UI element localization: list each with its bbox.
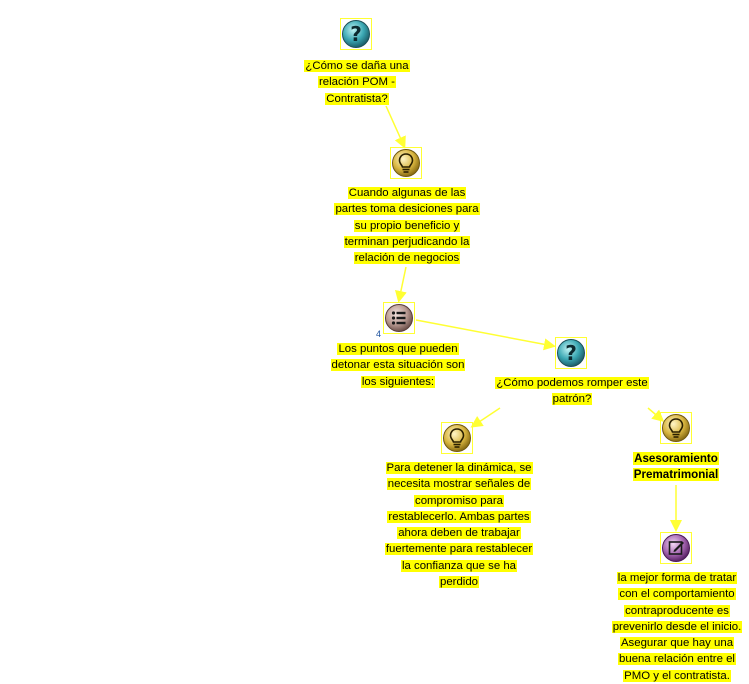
idea-node-label[interactable]: Cuando algunas de las partes toma desici… <box>334 187 480 265</box>
connector-q2-idea3 <box>647 407 665 422</box>
child-count-badge: 4 <box>376 329 382 339</box>
connector-q1-idea1 <box>385 105 406 149</box>
connector-idea1-list1 <box>394 266 407 303</box>
list-node-label[interactable]: Los puntos que pueden detonar esta situa… <box>330 343 466 388</box>
list-icon[interactable] <box>383 302 415 334</box>
idea-node-label[interactable]: Para detener la dinámica, se necesita mo… <box>384 462 534 589</box>
lightbulb-icon[interactable] <box>390 147 422 179</box>
note-icon[interactable] <box>660 532 692 564</box>
note-node-label[interactable]: la mejor forma de tratar con el comporta… <box>611 572 743 682</box>
question-node-label[interactable]: ¿Cómo podemos romper este patrón? <box>495 377 649 406</box>
svg-text:?: ? <box>565 341 577 365</box>
lightbulb-icon[interactable] <box>441 422 473 454</box>
connector-list1-q2 <box>415 319 556 351</box>
question-icon[interactable]: ? <box>340 18 372 50</box>
lightbulb-icon[interactable] <box>660 412 692 444</box>
svg-text:?: ? <box>350 22 362 46</box>
idea-node-label[interactable]: Asesoramiento Prematrimonial <box>632 452 720 482</box>
connector-q2-idea2 <box>470 407 501 428</box>
question-node-label[interactable]: ¿Cómo se daña una relación POM - Contrat… <box>304 60 410 105</box>
question-icon[interactable]: ? <box>555 337 587 369</box>
